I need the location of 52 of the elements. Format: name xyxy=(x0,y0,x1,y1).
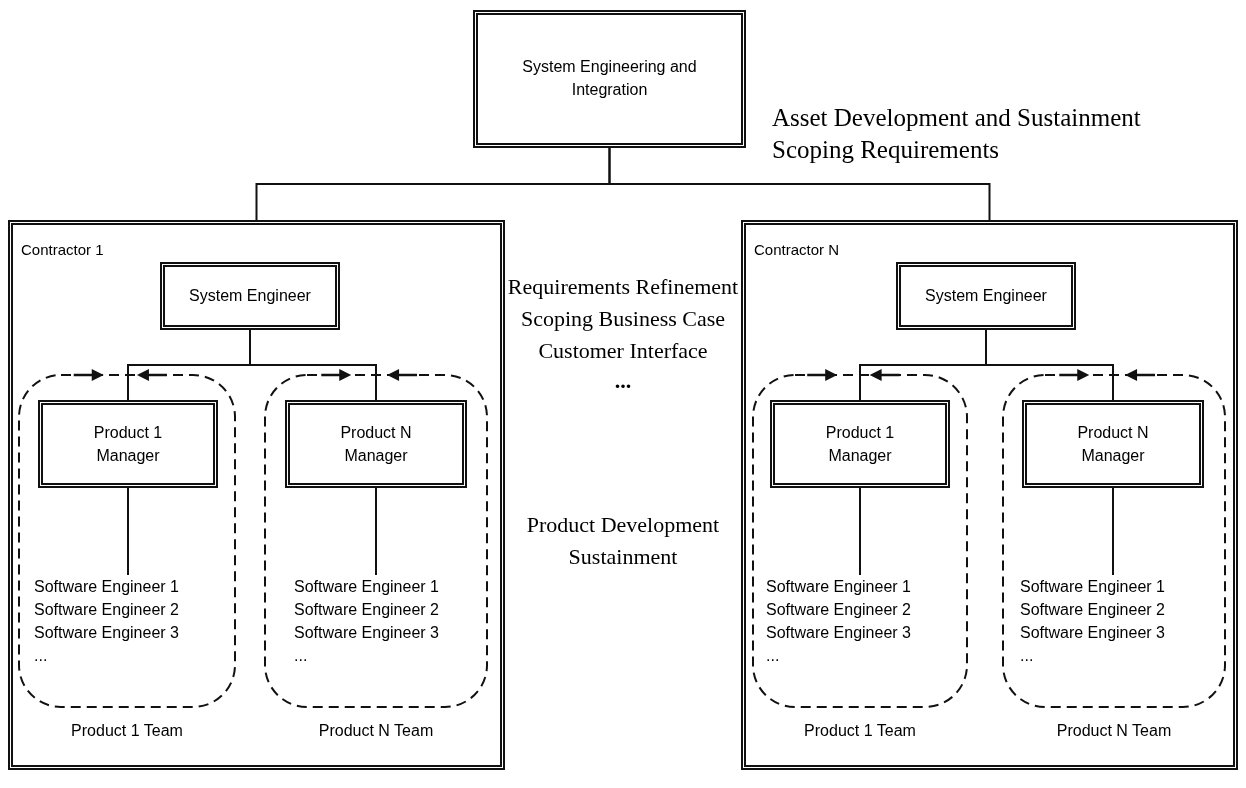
role-box xyxy=(160,262,340,330)
connector-line xyxy=(249,329,377,401)
connector-line xyxy=(859,487,861,576)
role-box xyxy=(285,400,467,488)
box-label: System Engineer xyxy=(189,286,311,307)
team-member-name: Software Engineer 2 xyxy=(34,600,180,620)
contractor-label: Contractor 1 xyxy=(21,241,104,258)
team-member-name: Software Engineer 1 xyxy=(34,577,180,597)
role-box xyxy=(38,400,218,488)
process-box xyxy=(473,10,746,148)
annotation-text: Customer Interface xyxy=(537,338,709,364)
team-member-name: Software Engineer 3 xyxy=(1020,623,1166,643)
connector-line xyxy=(375,487,377,576)
contractor-label: Contractor N xyxy=(754,241,840,258)
contractor-box xyxy=(8,220,505,770)
box-label: Product N Manager xyxy=(1076,422,1150,466)
box-label: System Engineer xyxy=(925,286,1047,307)
ellipsis-mark: ... xyxy=(613,368,633,394)
annotation-text: Scoping Requirements xyxy=(772,136,1000,164)
team-member-name: Software Engineer 3 xyxy=(766,623,912,643)
role-box xyxy=(896,262,1076,330)
team-member-name: Software Engineer 2 xyxy=(766,600,912,620)
team-member-name: ... xyxy=(34,646,49,666)
team-member-name: Software Engineer 1 xyxy=(1020,577,1166,597)
team-member-name: Software Engineer 2 xyxy=(1020,600,1166,620)
box-label: Product 1 Manager xyxy=(92,422,164,466)
team-label: Product N Team xyxy=(317,722,435,740)
team-label: Product 1 Team xyxy=(803,722,917,740)
annotation-text: Requirements Refinement xyxy=(506,274,740,300)
connector-line xyxy=(1112,487,1114,576)
role-box xyxy=(770,400,950,488)
box-label: Product N Manager xyxy=(339,422,413,466)
box-label: Product 1 Manager xyxy=(824,422,896,466)
connector-line xyxy=(608,147,991,221)
team-label: Product N Team xyxy=(1055,722,1173,740)
team-member-name: Software Engineer 2 xyxy=(294,600,440,620)
annotation-text: Scoping Business Case xyxy=(519,306,727,332)
annotation-text: Product Development xyxy=(525,512,721,538)
team-member-name: Software Engineer 1 xyxy=(294,577,440,597)
team-member-name: Software Engineer 3 xyxy=(34,623,180,643)
contractor-box xyxy=(741,220,1238,770)
team-label: Product 1 Team xyxy=(70,722,184,740)
annotation-text: Asset Development and Sustainment xyxy=(772,104,1141,132)
team-member-name: ... xyxy=(1020,646,1035,666)
connector-line xyxy=(127,487,129,576)
team-member-name: ... xyxy=(766,646,781,666)
annotation-text: Sustainment xyxy=(567,544,679,570)
team-member-name: Software Engineer 1 xyxy=(766,577,912,597)
box-label: System Engineering and Integration xyxy=(521,57,698,101)
team-member-name: ... xyxy=(294,646,309,666)
team-member-name: Software Engineer 3 xyxy=(294,623,440,643)
role-box xyxy=(1022,400,1204,488)
